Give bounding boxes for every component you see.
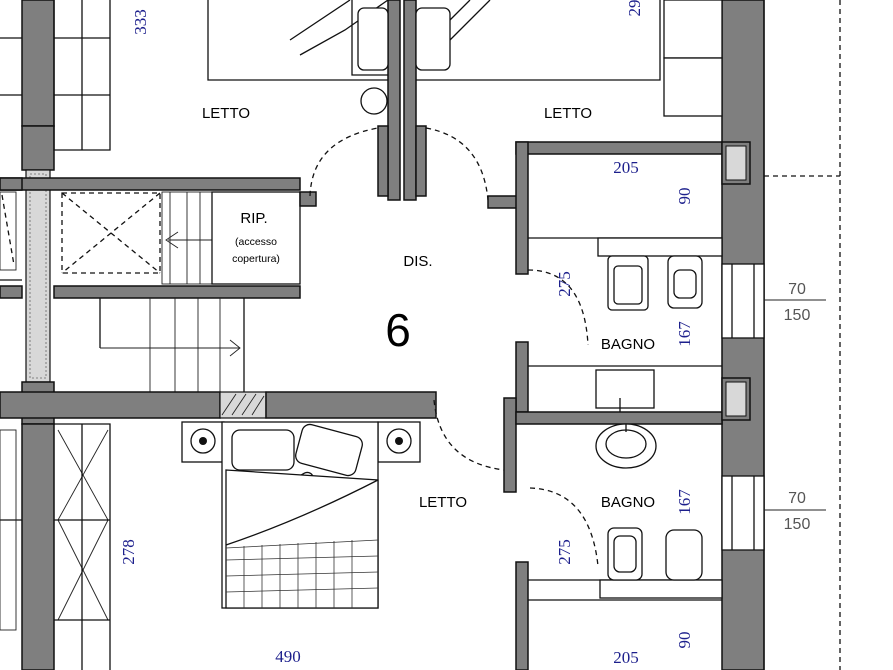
dim-275-bottom: 275 [555,539,574,565]
dim-275-top: 275 [555,271,574,297]
bed-bottom [181,421,421,609]
bathroom-2 [515,423,826,670]
dim-333: 333 [131,9,150,35]
dim-167-top: 167 [675,321,694,347]
dim-29: 29 [625,0,644,17]
dimension-labels: 333 29 205 90 275 167 278 490 167 275 20… [119,0,694,667]
dim-90-bottom: 90 [675,632,694,649]
label-letto-top-right: LETTO [544,105,592,122]
label-bagno-1: BAGNO [601,336,655,353]
room-labels: LETTO LETTO LETTO DIS. BAGNO BAGNO RIP. … [202,105,655,511]
window-labels: 70 150 70 150 [784,281,811,533]
dim-90-top: 90 [675,188,694,205]
dim-205-bottom: 205 [613,648,639,667]
bed-top [207,0,723,117]
dim-490: 490 [275,647,301,666]
label-bagno-2: BAGNO [601,494,655,511]
window-1-width: 70 [788,281,806,298]
doors [309,127,599,567]
external-outline [764,0,841,670]
dim-278: 278 [119,539,138,565]
left-structure [0,0,437,670]
window-2-height: 150 [784,516,811,533]
window-1-height: 150 [784,307,811,324]
label-letto-top-left: LETTO [202,105,250,122]
label-letto-bottom: LETTO [419,494,467,511]
unit-number: 6 [385,304,411,356]
dim-205-top: 205 [613,158,639,177]
window-2-width: 70 [788,490,806,507]
label-rip: RIP. [240,210,267,227]
bathroom-1 [503,141,826,493]
label-rip-sub1: (accesso [235,236,277,248]
label-rip-sub2: copertura) [232,253,280,265]
dim-167-bottom: 167 [675,489,694,515]
label-dis: DIS. [403,253,432,270]
